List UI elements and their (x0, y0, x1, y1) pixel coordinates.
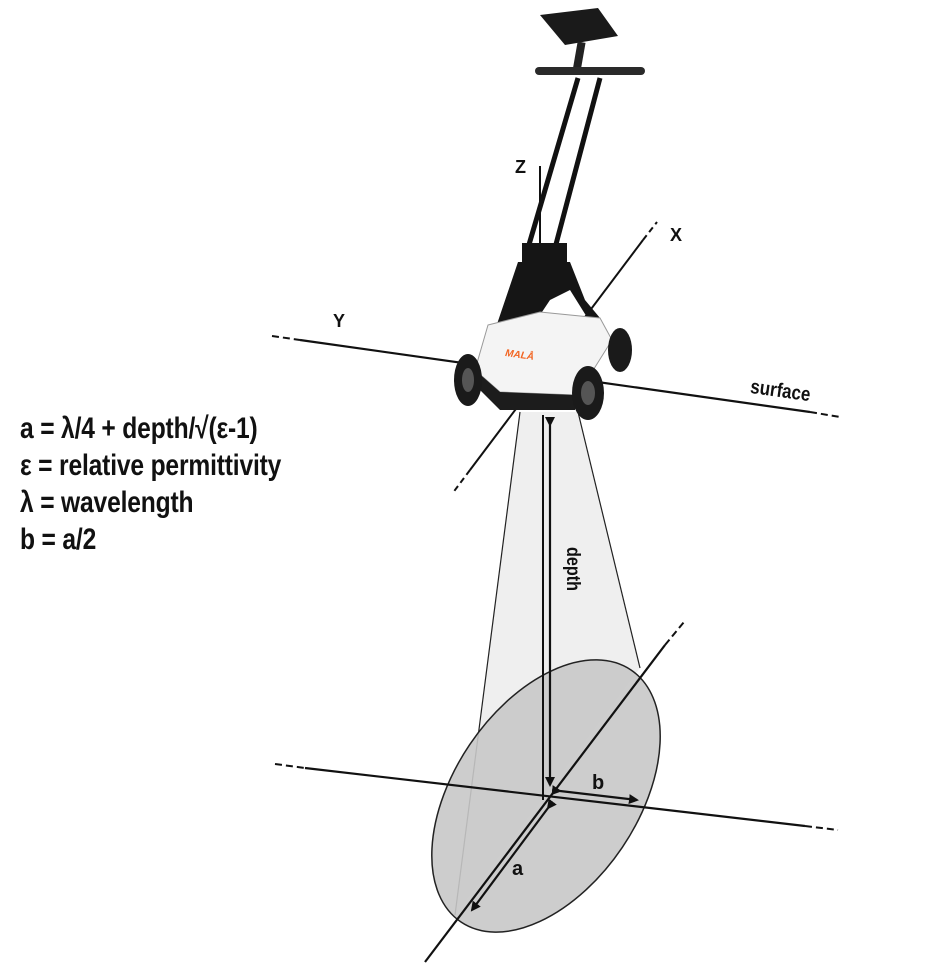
formula-lambda-definition: λ = wavelength (20, 486, 194, 519)
tablet-display (540, 8, 618, 45)
surface-dash-left (271, 335, 301, 341)
b-dimension-arrow (551, 785, 639, 805)
formula-footprint-b: b = a/2 (20, 523, 97, 556)
beam-edge-right (577, 411, 641, 669)
footprint-y-axis-dash-right (804, 825, 839, 831)
a-dimension-arrow (470, 798, 557, 912)
depth-label: depth (562, 547, 583, 591)
x-axis-dash-bottom (451, 469, 471, 495)
formula-block: a = λ/4 + depth/√(ε-1) ε = relative perm… (20, 410, 281, 558)
wheel (608, 328, 632, 372)
x-axis-dash-top (642, 221, 658, 241)
footprint-y-axis-dash-left (274, 763, 306, 769)
gpr-cart (454, 8, 645, 420)
formula-epsilon-definition: ε = relative permittivity (20, 449, 282, 482)
surface-dash-right (809, 411, 841, 418)
y-axis-label: Y (333, 311, 346, 331)
z-axis-label: Z (515, 157, 526, 177)
formula-footprint-a: a = λ/4 + depth/√(ε-1) (20, 412, 258, 445)
footprint-x-axis-dash (664, 621, 685, 646)
handle-bar (535, 67, 645, 75)
a-label: a (512, 858, 524, 880)
b-label: b (592, 772, 605, 794)
x-axis-label: X (670, 225, 683, 245)
